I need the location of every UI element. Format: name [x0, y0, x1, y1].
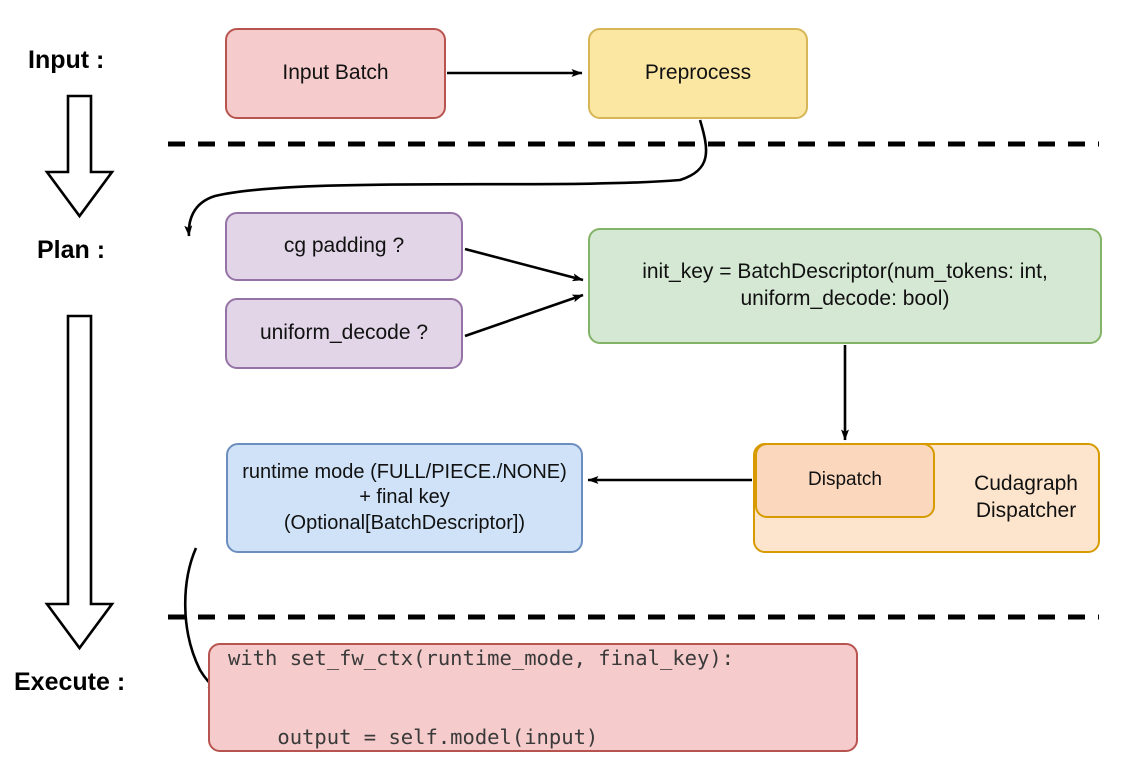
stage-label-input: Input : [28, 46, 105, 74]
node-code-block[interactable]: with set_fw_ctx(runtime_mode, final_key)… [208, 643, 858, 752]
node-runtime-mode-line1: runtime mode (FULL/PIECE./NONE) [242, 460, 567, 483]
node-init-key-line2: uniform_decode: bool) [740, 287, 950, 310]
node-preprocess-label: Preprocess [644, 61, 752, 85]
node-uniform-decode[interactable]: uniform_decode ? [225, 298, 463, 369]
node-cudagraph-dispatcher-line2: Dispatcher [975, 499, 1077, 522]
node-code-line1: with set_fw_ctx(runtime_mode, final_key)… [228, 646, 735, 671]
stage-label-execute: Execute : [14, 668, 126, 696]
node-input-batch-label: Input Batch [282, 61, 389, 85]
node-init-key-line1: init_key = BatchDescriptor(num_tokens: i… [642, 260, 1048, 284]
stage-label-plan: Plan : [37, 236, 106, 264]
node-dispatch[interactable]: Dispatch [755, 443, 935, 518]
node-input-batch[interactable]: Input Batch [225, 28, 446, 119]
node-cg-padding-label: cg padding ? [283, 234, 405, 258]
edge-uniform-decode-to-init-key [464, 293, 584, 338]
input-to-plan-block-arrow [44, 94, 115, 219]
edge-cg-padding-to-init-key [464, 247, 584, 282]
node-dispatch-label: Dispatch [808, 469, 882, 491]
node-runtime-mode-line2: + final key (Optional[BatchDescriptor]) [283, 486, 526, 534]
node-uniform-decode-label: uniform_decode ? [259, 321, 429, 345]
node-preprocess[interactable]: Preprocess [588, 28, 808, 119]
node-init-key[interactable]: init_key = BatchDescriptor(num_tokens: i… [588, 228, 1102, 344]
node-code-line2: output = self.model(input) [228, 724, 599, 749]
plan-to-execute-block-arrow [44, 314, 115, 651]
node-cg-padding[interactable]: cg padding ? [225, 212, 463, 281]
node-cudagraph-dispatcher-line1: Cudagraph [974, 472, 1078, 496]
node-runtime-mode[interactable]: runtime mode (FULL/PIECE./NONE) + final … [226, 443, 583, 553]
